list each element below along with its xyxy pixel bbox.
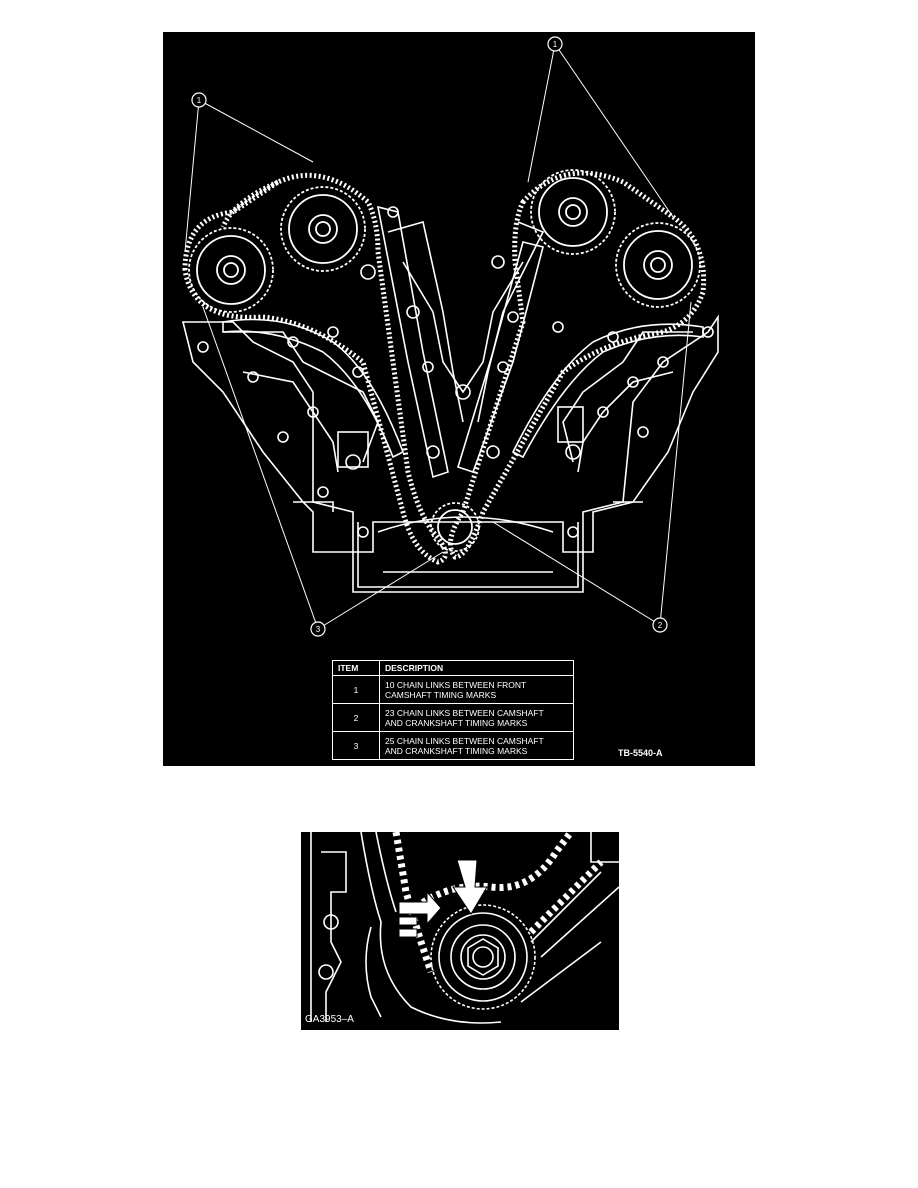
callout-1-right-label: 1 (553, 40, 558, 49)
callout-3: 3 (310, 621, 326, 637)
timing-mark-arrow-icon (452, 859, 488, 915)
callout-3-label: 3 (316, 625, 321, 634)
table-cell-description: 23 CHAIN LINKS BETWEEN CAMSHAFT AND CRAN… (379, 703, 574, 732)
item-description-table: ITEM DESCRIPTION 1 10 CHAIN LINKS BETWEE… (332, 660, 574, 760)
description-line: 23 CHAIN LINKS BETWEEN CAMSHAFT (385, 707, 544, 718)
table-header-item: ITEM (332, 660, 380, 676)
table-cell-item: 2 (332, 703, 380, 732)
figure-code: GA3953–A (305, 1014, 354, 1025)
figure-code: TB-5540-A (618, 748, 663, 758)
crankshaft-sprocket-closeup: GA3953–A (301, 832, 619, 1030)
callout-2: 2 (652, 617, 668, 633)
table-cell-item: 3 (332, 731, 380, 760)
callout-1-left: 1 (191, 92, 207, 108)
left-cam-chain (220, 179, 280, 229)
table-cell-description: 10 CHAIN LINKS BETWEEN FRONT CAMSHAFT TI… (379, 675, 574, 704)
timing-mark-arrow-icon (398, 890, 442, 938)
engine-line-art: 1 1 2 3 (181, 36, 719, 637)
right-chain (448, 170, 707, 560)
table-header-row: ITEM DESCRIPTION (332, 660, 574, 676)
table-row: 2 23 CHAIN LINKS BETWEEN CAMSHAFT AND CR… (332, 703, 574, 732)
table-row: 1 10 CHAIN LINKS BETWEEN FRONT CAMSHAFT … (332, 675, 574, 704)
callout-1-right: 1 (547, 36, 563, 52)
chain-right-strand (528, 859, 604, 935)
table-row: 3 25 CHAIN LINKS BETWEEN CAMSHAFT AND CR… (332, 731, 574, 760)
table-header-description: DESCRIPTION (379, 660, 574, 676)
timing-chain-diagram: 1 1 2 3 ITEM DESCRIPTION 1 10 CHAIN LINK… (163, 32, 755, 766)
callout-1-left-label: 1 (197, 96, 202, 105)
description-line: 10 CHAIN LINKS BETWEEN FRONT (385, 679, 527, 690)
timing-chains (182, 170, 707, 565)
engine-block-outline (181, 314, 719, 593)
chain-upper-strand (413, 832, 574, 910)
table-cell-item: 1 (332, 675, 380, 704)
description-line: 25 CHAIN LINKS BETWEEN CAMSHAFT (385, 735, 544, 746)
description-line: AND CRANKSHAFT TIMING MARKS (385, 717, 528, 728)
description-line: CAMSHAFT TIMING MARKS (385, 689, 497, 700)
description-line: AND CRANKSHAFT TIMING MARKS (385, 745, 528, 756)
callout-2-label: 2 (658, 621, 663, 630)
closeup-line-art (310, 832, 619, 1024)
left-chain (182, 172, 448, 565)
table-cell-description: 25 CHAIN LINKS BETWEEN CAMSHAFT AND CRAN… (379, 731, 574, 760)
chain-left-strand (392, 832, 435, 974)
